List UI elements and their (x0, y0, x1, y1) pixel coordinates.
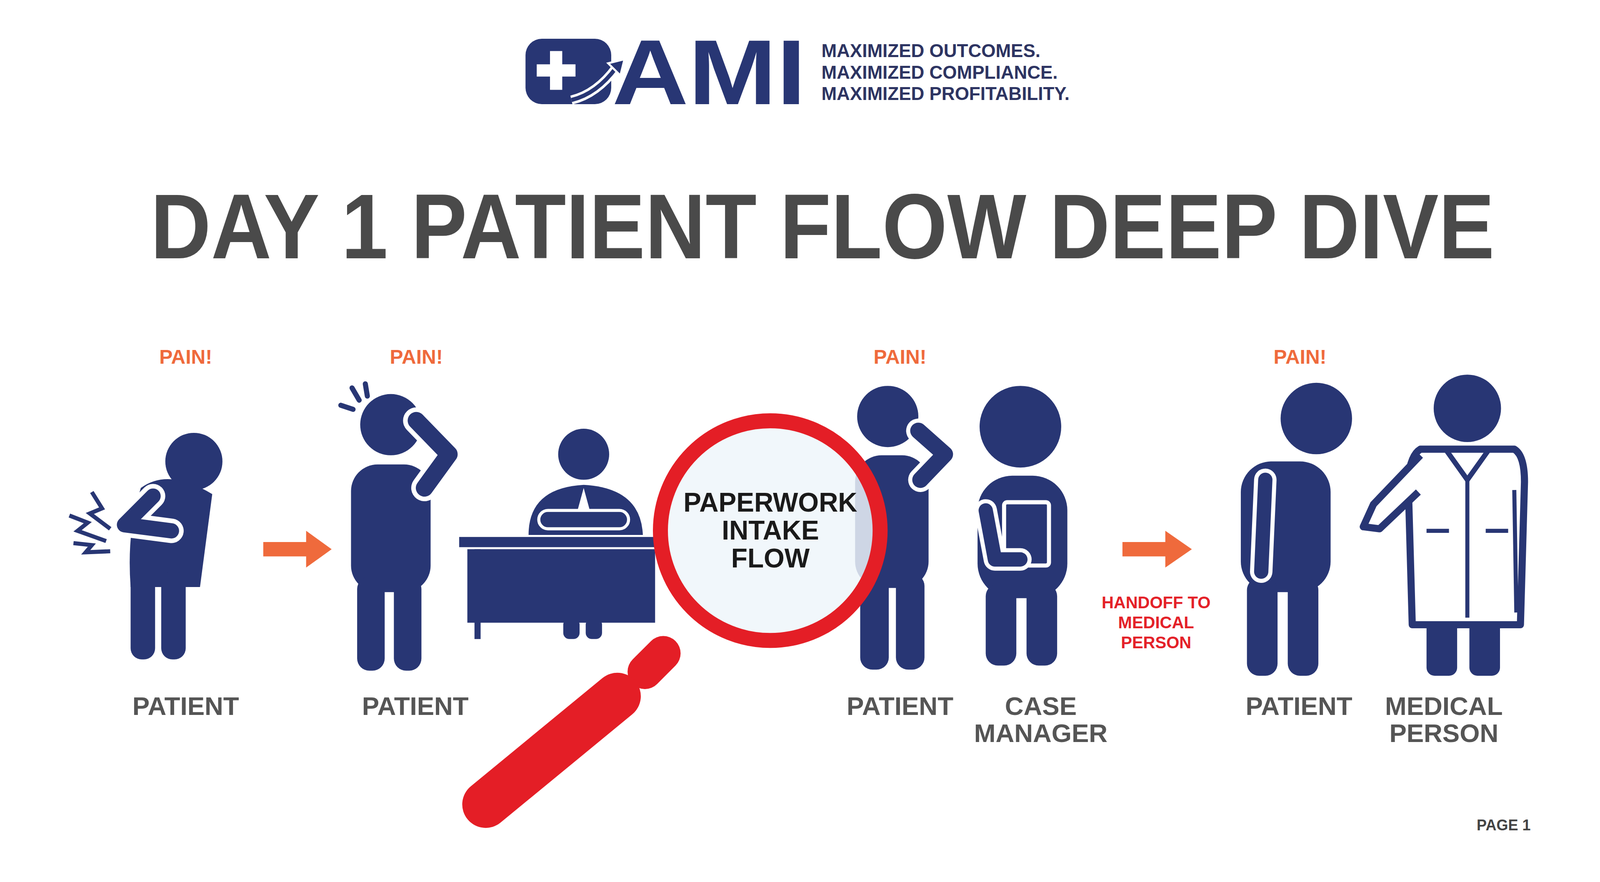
tagline: MAXIMIZED COMPLIANCE. (821, 62, 1058, 83)
patient-figure (1240, 461, 1331, 593)
lens-ring (660, 420, 880, 641)
receptionist-figure (558, 428, 610, 480)
desk-panel (467, 549, 656, 623)
doctor-figure (1363, 374, 1525, 676)
doctor-figure (1408, 449, 1525, 625)
role-label: CASE MANAGER (970, 692, 1112, 747)
receptionist-figure (528, 485, 643, 535)
lens-label: PAPERWORK INTAKE FLOW (678, 488, 862, 573)
logo-icon (571, 67, 617, 100)
patient-figure (124, 496, 172, 531)
patient-figure (130, 571, 155, 660)
case-manager-figure (977, 385, 1068, 666)
tagline: MAXIMIZED PROFITABILITY. (821, 83, 1070, 104)
flow-arrow (1122, 530, 1193, 568)
sweat-marks (352, 387, 360, 400)
case-manager-figure (977, 475, 1068, 599)
magnifier-handle (485, 653, 664, 805)
patient-figure (1287, 577, 1319, 676)
pain-bolt (69, 492, 111, 553)
pain-label: PAIN! (873, 346, 927, 369)
patient-figure (393, 576, 422, 671)
patient-figure (416, 420, 449, 488)
pain-label: PAIN! (390, 346, 443, 369)
patient-figure (124, 432, 223, 660)
doctor-figure (1514, 490, 1517, 613)
page-title: DAY 1 PATIENT FLOW DEEP DIVE (150, 176, 1495, 278)
tagline: MAXIMIZED OUTCOMES. (821, 40, 1041, 61)
lens-text: PAPERWORK INTAKE FLOW (678, 488, 862, 573)
desk-top (459, 537, 662, 548)
patient-figure (918, 430, 945, 480)
pain-label: PAIN! (159, 346, 213, 369)
pain-bolt (90, 492, 111, 529)
case-manager-figure (985, 510, 1021, 560)
page-number: PAGE 1 (1476, 817, 1531, 834)
patient-figure (1247, 577, 1278, 676)
role-label: PATIENT (846, 692, 954, 721)
receptionist-figure (459, 428, 662, 640)
patient-figure (1240, 382, 1353, 676)
logo-icon (571, 67, 617, 100)
role-label: PATIENT (1245, 692, 1353, 721)
doctor-figure (1447, 451, 1488, 480)
pain-bolt (69, 515, 107, 541)
patient-figure (918, 430, 945, 480)
receptionist-figure (563, 618, 580, 640)
patient-figure (350, 394, 449, 671)
patient-figure (1261, 480, 1266, 573)
sweat-marks (365, 383, 368, 396)
magnifier-lens: PAPERWORK INTAKE FLOW (652, 413, 888, 648)
role-label: PATIENT (362, 692, 469, 721)
case-manager-figure (985, 584, 1017, 666)
logo-icon (536, 64, 576, 77)
doctor-figure (1433, 374, 1502, 443)
role-label: PATIENT (132, 692, 240, 721)
patient-figure (161, 571, 186, 660)
patient-figure (1280, 382, 1352, 455)
case-manager-figure (979, 385, 1062, 468)
magnifier-handle (485, 696, 618, 805)
patient-figure (416, 420, 449, 488)
handoff-note: HANDOFF TO MEDICAL PERSON (1100, 592, 1213, 653)
patient-figure (1261, 480, 1266, 573)
case-manager-figure (1026, 584, 1058, 666)
logo-wordmark: AMI (612, 26, 806, 119)
doctor-figure (1465, 480, 1470, 618)
case-manager-figure (985, 510, 1021, 560)
pain-bolt (73, 543, 110, 553)
magnifier-handle (645, 653, 664, 672)
doctor-figure (1363, 455, 1421, 529)
sweat-marks (340, 383, 368, 410)
receptionist-figure (538, 510, 629, 529)
receptionist-figure (585, 618, 603, 640)
pain-label: PAIN! (1273, 346, 1327, 369)
patient-figure (357, 576, 385, 671)
sweat-marks (340, 405, 353, 410)
doctor-figure (1426, 528, 1509, 533)
role-label: MEDICAL PERSON (1372, 692, 1515, 747)
logo-icon (525, 38, 625, 105)
patient-figure (124, 496, 172, 531)
patient-figure (895, 573, 925, 670)
logo-icon (525, 38, 612, 105)
flow-arrow (263, 530, 332, 568)
desk-leg (474, 549, 481, 640)
